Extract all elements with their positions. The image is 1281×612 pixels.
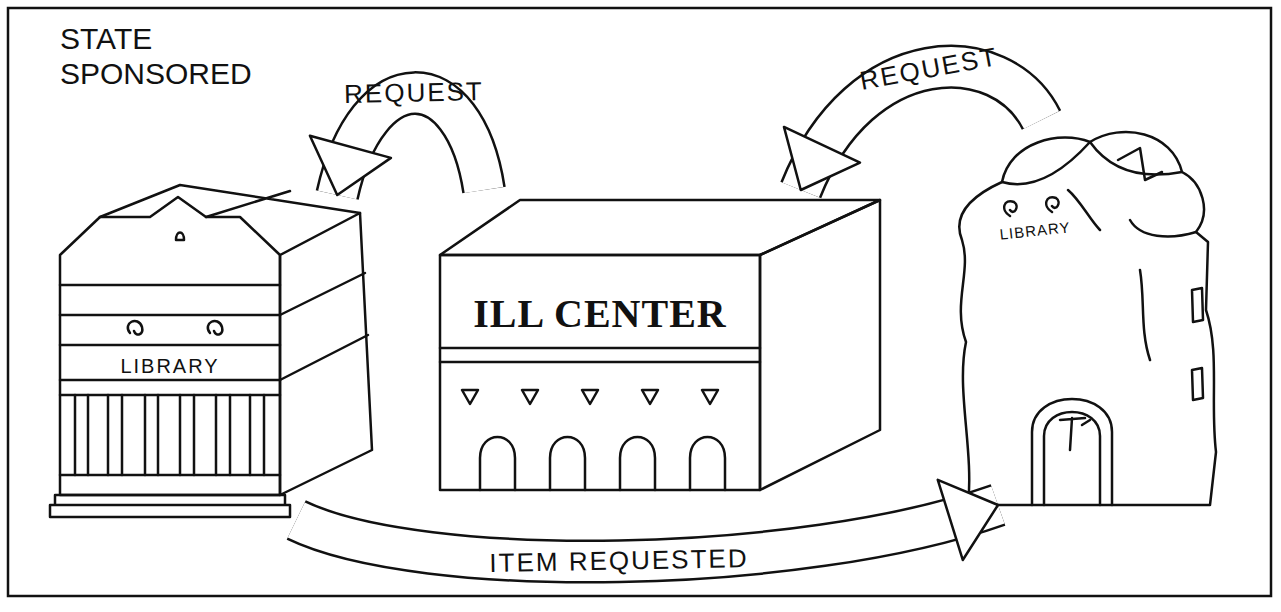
building-name: ILL CENTER [440, 290, 760, 337]
building-name: LIBRARY [80, 355, 260, 378]
building-outline [940, 120, 1230, 505]
arrow-label: REQUEST [344, 76, 484, 110]
frame-rect [8, 8, 1271, 596]
arrow-head [784, 127, 860, 190]
heading-label: STATE SPONSORED [60, 22, 290, 91]
building-name: LIBRARY [984, 217, 1085, 244]
arrow-label: ITEM REQUESTED [490, 543, 750, 579]
ill-center-building: ILL CENTER [440, 190, 880, 490]
library-building: LIBRARY [60, 195, 375, 520]
arrow-head [938, 480, 998, 560]
library-building: LIBRARY [940, 120, 1230, 505]
arrow-head [310, 136, 391, 195]
building-outline [440, 190, 880, 490]
